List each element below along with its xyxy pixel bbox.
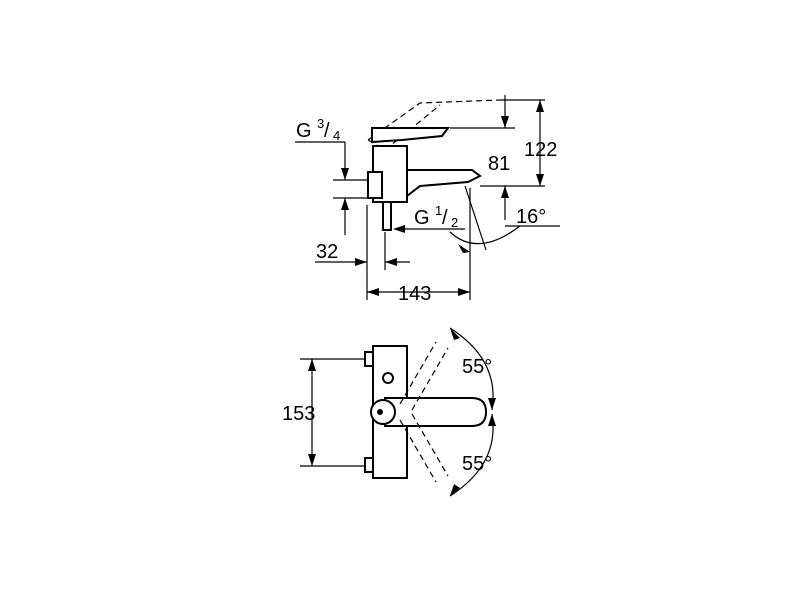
lever-rotated-upper bbox=[399, 341, 449, 411]
svg-text:/: / bbox=[324, 120, 330, 142]
dim-rotation-lower: 55° bbox=[462, 453, 492, 475]
indicator-dot bbox=[382, 372, 394, 384]
dim-spout-angle: 16° bbox=[516, 206, 546, 228]
lever-top bbox=[384, 397, 488, 427]
side-view: 122 81 16° 143 32 G 3 / 4 G 1 / 2 bbox=[295, 95, 560, 305]
lever bbox=[371, 127, 450, 144]
thread-inlet-den: 4 bbox=[333, 128, 340, 143]
thread-outlet-den: 2 bbox=[451, 215, 458, 230]
top-view: 153 55° 55° bbox=[282, 327, 496, 497]
lever-rotated-lower bbox=[399, 413, 449, 483]
thread-inlet-label: G 3 / 4 bbox=[296, 116, 340, 143]
spout bbox=[406, 169, 482, 199]
thread-inlet-prefix: G bbox=[296, 120, 312, 142]
svg-text:/: / bbox=[442, 207, 448, 229]
thread-outlet-label: G 1 / 2 bbox=[414, 203, 458, 230]
dim-height-total: 122 bbox=[524, 139, 557, 161]
side-fitting bbox=[367, 171, 383, 199]
dim-rotation-upper: 55° bbox=[462, 356, 492, 378]
dim-connection-offset: 32 bbox=[316, 241, 338, 263]
thread-outlet-num: 1 bbox=[435, 203, 442, 218]
dim-center-distance: 153 bbox=[282, 403, 315, 425]
thread-outlet-prefix: G bbox=[414, 207, 430, 229]
outlet-connector bbox=[382, 201, 392, 231]
dim-projection: 143 bbox=[398, 283, 431, 305]
lever-raised-outline bbox=[367, 99, 501, 151]
dim-height-spout: 81 bbox=[488, 153, 510, 175]
thread-inlet-num: 3 bbox=[317, 116, 324, 131]
